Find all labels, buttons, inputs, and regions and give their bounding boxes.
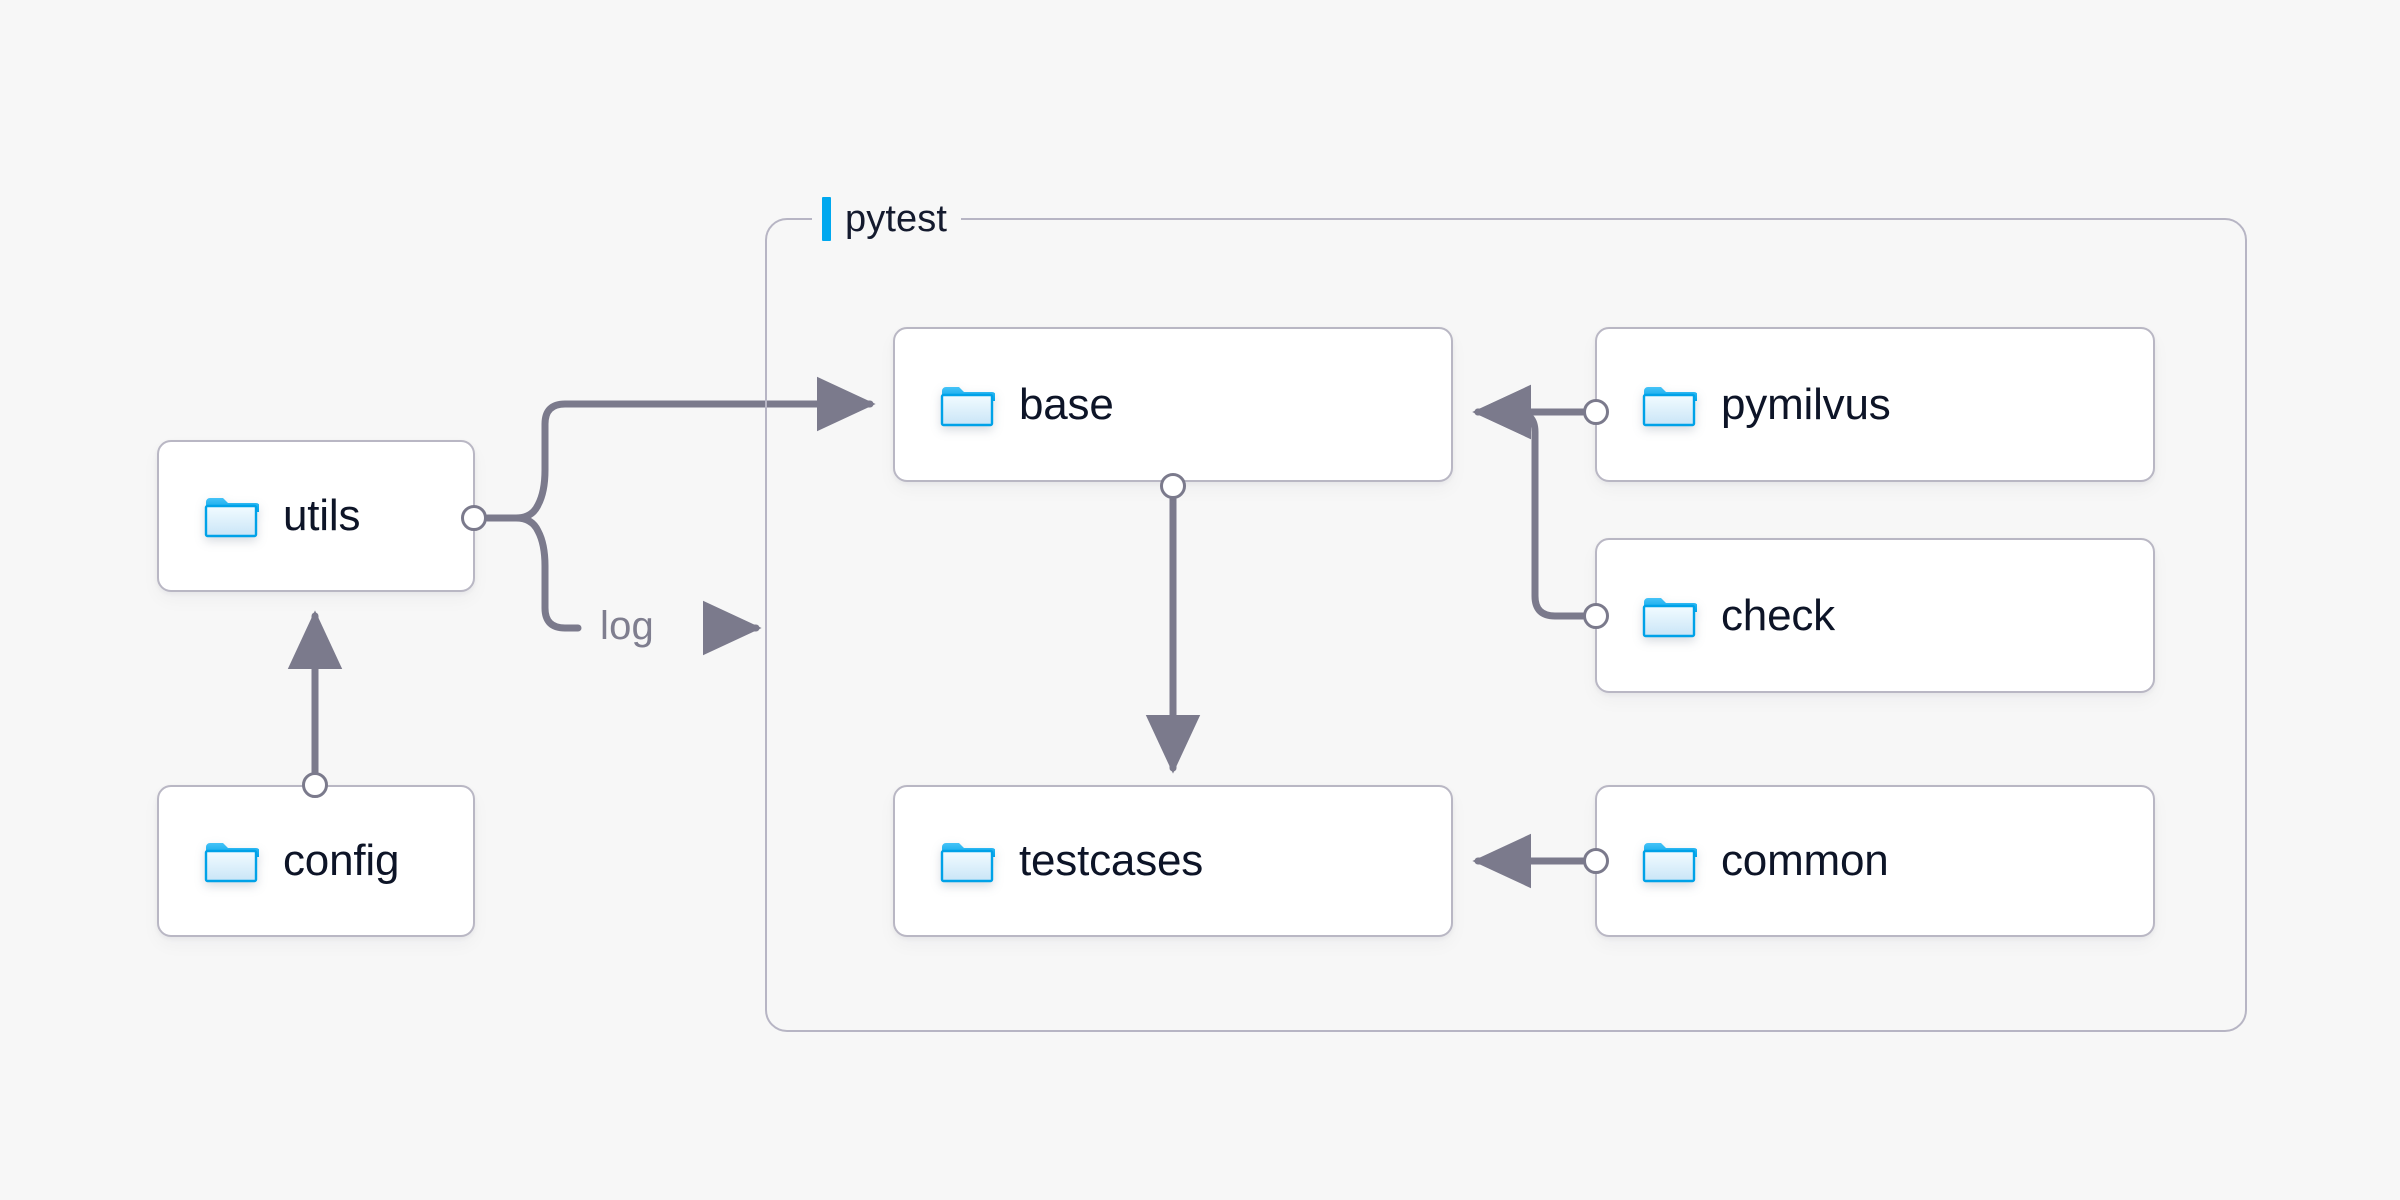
port-common-left[interactable] xyxy=(1583,848,1609,874)
node-utils[interactable]: utils xyxy=(157,440,475,592)
node-base[interactable]: base xyxy=(893,327,1453,482)
edge-label-log: log xyxy=(600,604,654,648)
node-label-utils: utils xyxy=(283,491,361,540)
node-testcases[interactable]: testcases xyxy=(893,785,1453,937)
node-label-common: common xyxy=(1721,836,1889,885)
port-utils-right[interactable] xyxy=(461,505,487,531)
group-label-pytest: pytest xyxy=(812,196,961,242)
folder-icon xyxy=(204,843,259,883)
group-label-text: pytest xyxy=(845,197,947,240)
node-label-check: check xyxy=(1721,590,1835,640)
folder-icon xyxy=(1642,597,1697,637)
node-label-pymilvus: pymilvus xyxy=(1721,379,1891,429)
port-check-left[interactable] xyxy=(1583,603,1609,629)
folder-icon xyxy=(1642,386,1697,426)
port-config-top[interactable] xyxy=(302,772,328,798)
group-accent-bar xyxy=(822,197,831,241)
edge-utils-to-log xyxy=(484,514,582,632)
port-base-bottom[interactable] xyxy=(1160,473,1186,499)
folder-icon xyxy=(204,498,259,538)
group-container-pytest xyxy=(765,218,2247,1032)
node-label-base: base xyxy=(1019,379,1114,429)
node-check[interactable]: check xyxy=(1595,538,2155,693)
folder-icon xyxy=(940,386,995,426)
node-label-testcases: testcases xyxy=(1019,836,1204,885)
folder-icon xyxy=(940,843,995,883)
node-pymilvus[interactable]: pymilvus xyxy=(1595,327,2155,482)
port-pymilvus-left[interactable] xyxy=(1583,399,1609,425)
node-common[interactable]: common xyxy=(1595,785,2155,937)
node-label-config: config xyxy=(283,836,400,885)
node-config[interactable]: config xyxy=(157,785,475,937)
folder-icon xyxy=(1642,843,1697,883)
